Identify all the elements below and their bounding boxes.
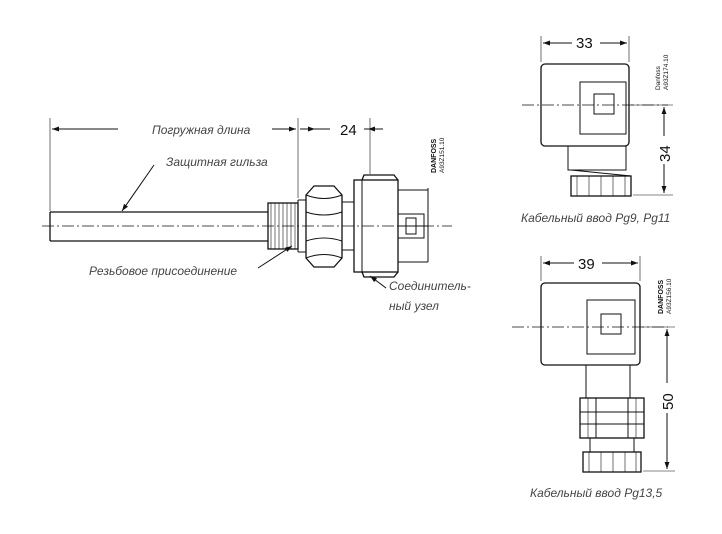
- sensor-code-id: A93Z151.10: [439, 137, 446, 173]
- connector-pg13-view: 39 50 DANFOSS A93Z156.10 Кабельный ввод …: [512, 254, 677, 500]
- dim-34-text: 34: [657, 145, 674, 162]
- sensor-drawing-code: DANFOSS A93Z151.10: [431, 137, 446, 173]
- sensor-view: Погружная длина 24 Защитная гильза Резьб…: [42, 116, 471, 313]
- thread-fitting: [267, 199, 306, 253]
- dim-33: 33: [540, 34, 630, 62]
- connector-body: [353, 174, 429, 278]
- dim-50-text: 50: [660, 393, 677, 410]
- dim-immersion-length: Погружная длина: [49, 118, 299, 211]
- connector-pg9-view: 33 34 Danfoss A93Z174.10 Кабельный ввод …: [521, 34, 674, 225]
- caption-pg13: Кабельный ввод Pg13,5: [530, 486, 663, 500]
- pg9-code-brand: Danfoss: [655, 65, 662, 90]
- sensor-code-brand: DANFOSS: [431, 138, 438, 173]
- pg9-code-id: A93Z174.10: [663, 54, 670, 90]
- caption-pg9: Кабельный ввод Pg9, Pg11: [521, 211, 670, 225]
- dim-33-text: 33: [576, 35, 593, 52]
- label-connector-line2: ный узел: [389, 299, 439, 313]
- dim-34: 34: [631, 104, 674, 196]
- dim-39: 39: [540, 254, 641, 281]
- leader-threaded-connection: Резьбовое присоединение: [89, 245, 293, 278]
- dim-24-text: 24: [340, 122, 357, 139]
- label-threaded-connection: Резьбовое присоединение: [89, 264, 237, 278]
- pg13-code-brand: DANFOSS: [658, 279, 665, 314]
- leader-connector-assembly: Соединитель- ный узел: [369, 275, 471, 313]
- label-protective-sleeve: Защитная гильза: [166, 155, 268, 169]
- dim-24: 24: [300, 116, 383, 174]
- dim-39-text: 39: [578, 256, 595, 273]
- label-connector-line1: Соединитель-: [389, 279, 471, 293]
- probe-tube: [49, 211, 268, 242]
- leader-protective-sleeve: Защитная гильза: [121, 155, 268, 212]
- dim-50: 50: [642, 326, 677, 472]
- pg13-code-id: A93Z156.10: [666, 278, 673, 314]
- label-immersion-length: Погружная длина: [152, 123, 251, 137]
- pg9-drawing-code: Danfoss A93Z174.10: [655, 54, 670, 90]
- pg13-drawing-code: DANFOSS A93Z156.10: [658, 278, 673, 314]
- hex-nut: [305, 185, 355, 268]
